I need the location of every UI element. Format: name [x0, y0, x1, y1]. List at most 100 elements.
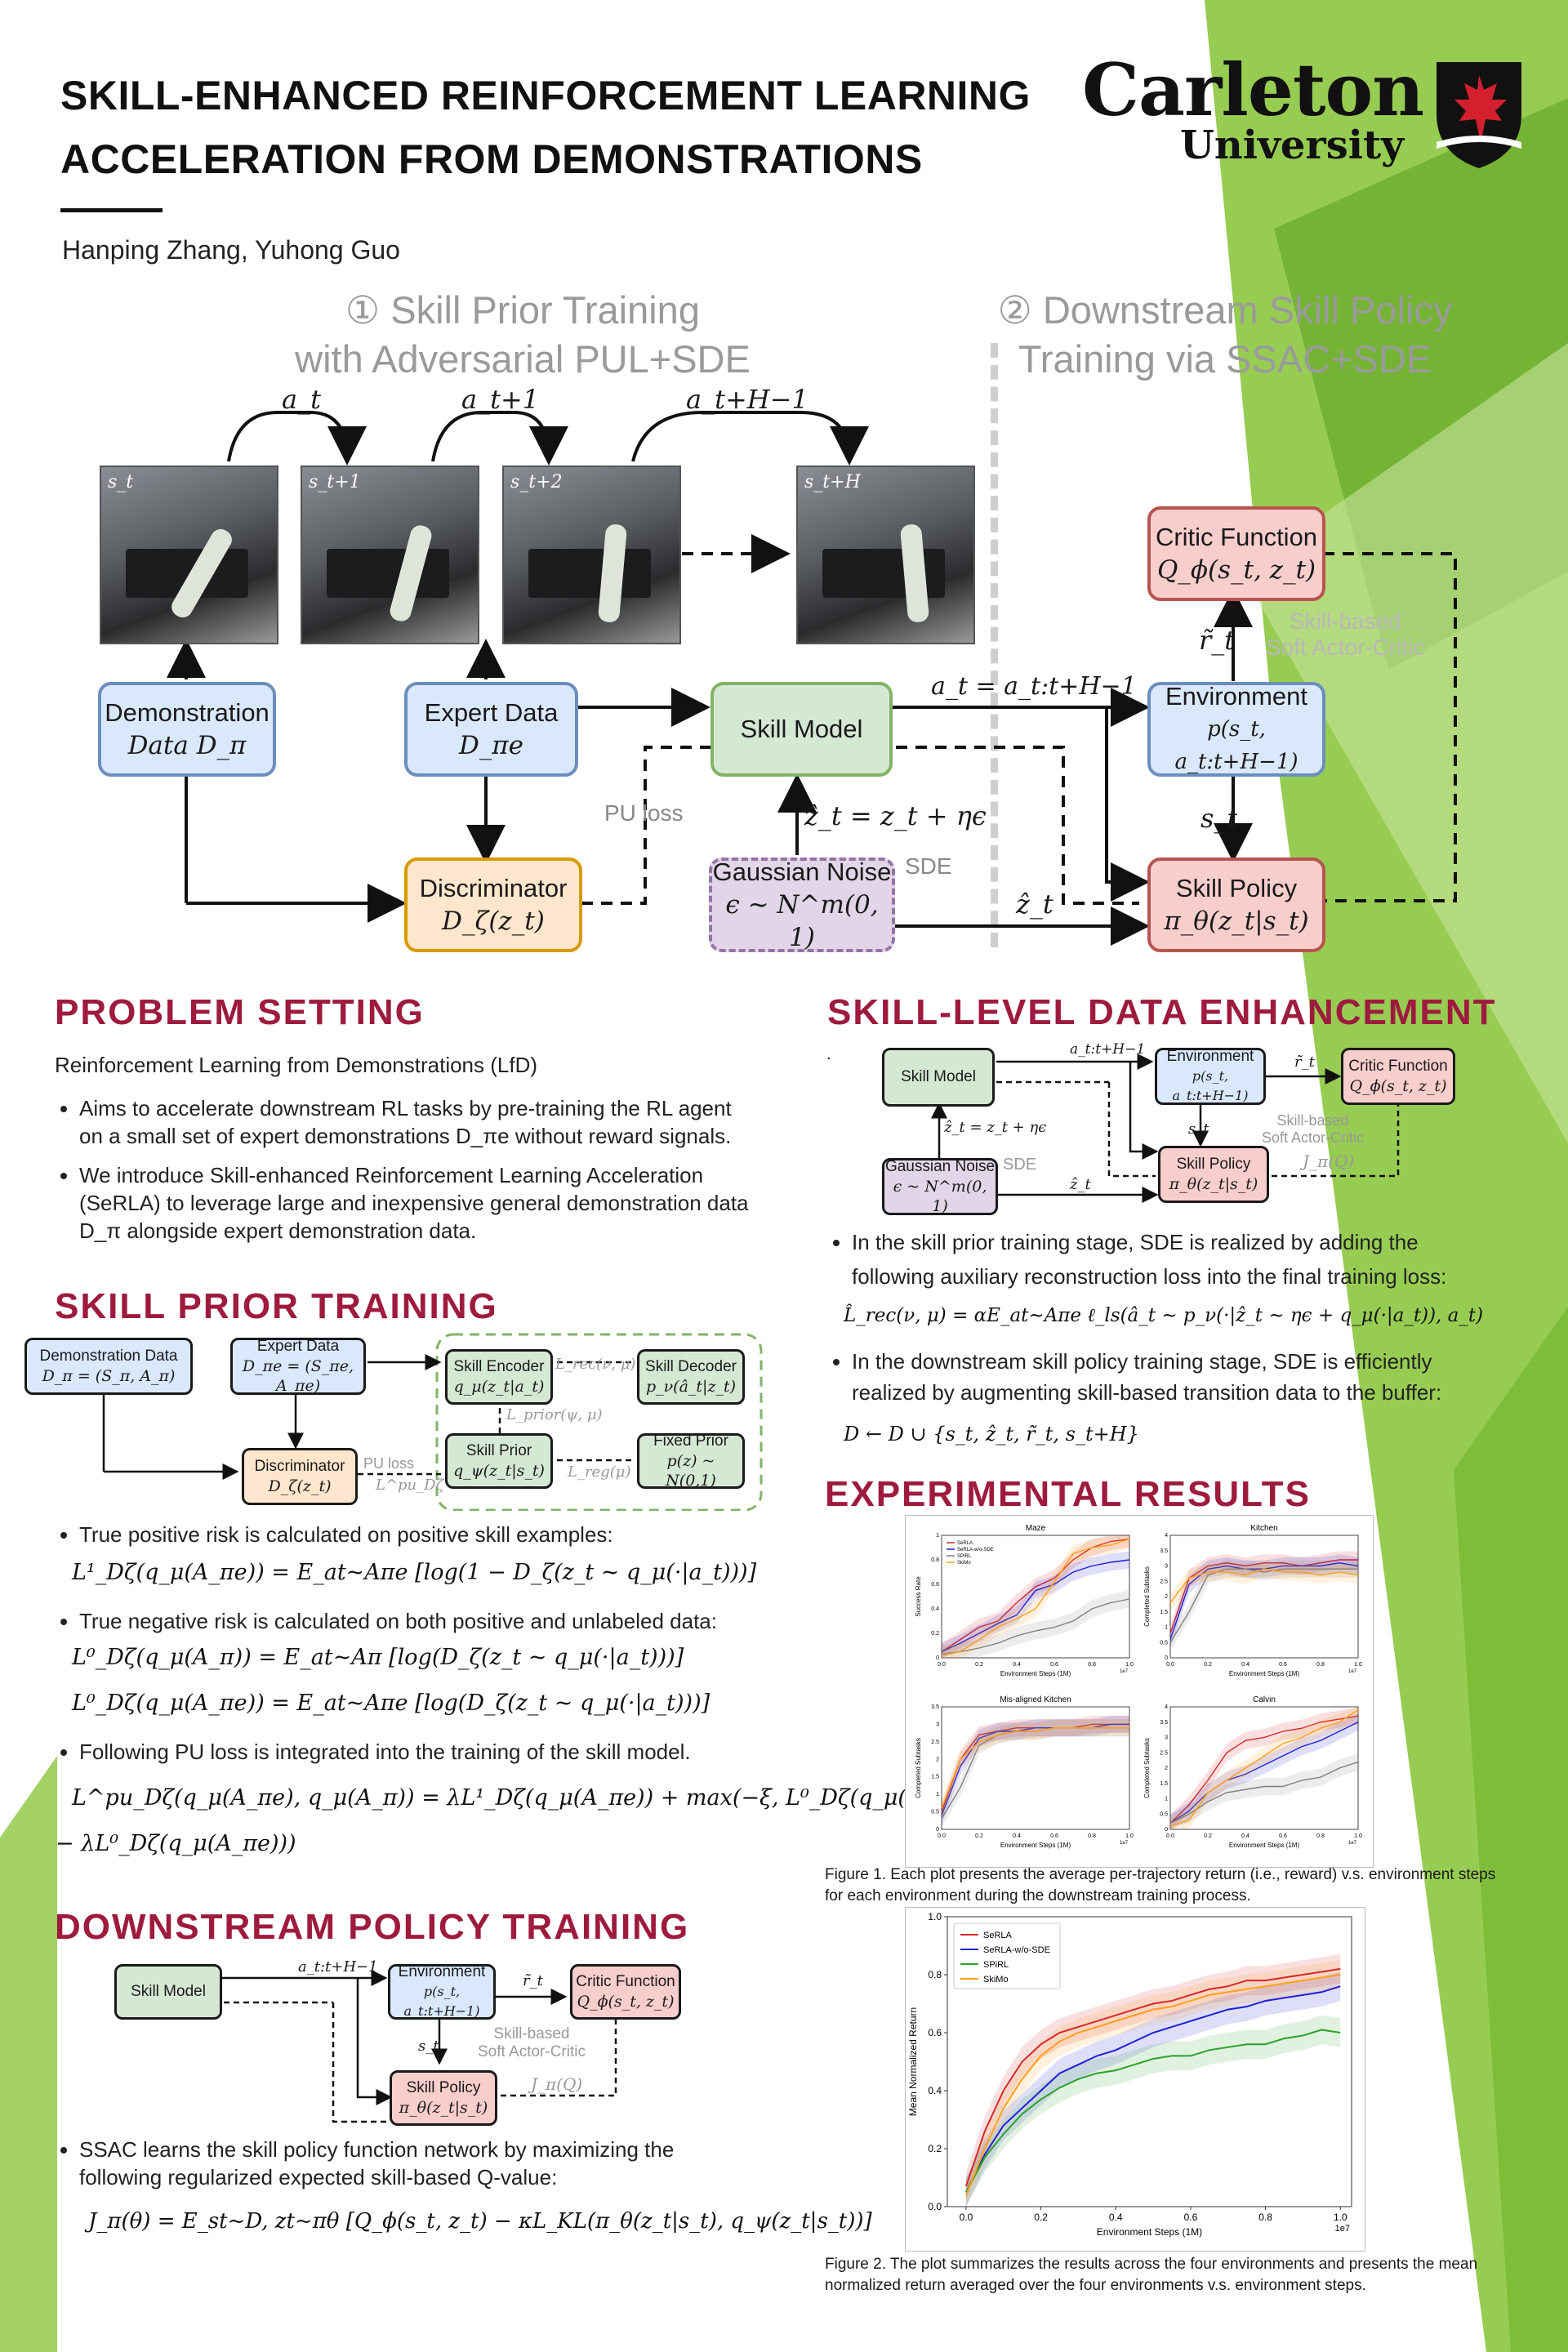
y-tick-label: 0.0 [928, 2201, 942, 2212]
small-chart-xtick: 0.0 [938, 1833, 946, 1839]
band-SPiRL [965, 2015, 1341, 2207]
stage2-title: ② Downstream Skill Policy Training via S… [997, 288, 1453, 381]
small-chart-ytick: 0.8 [931, 1557, 939, 1563]
sp-eq-4b: − λL⁰_Dζ(q_μ(A_πe))) [56, 1831, 296, 1856]
en-bullet-2: In the downstream skill policy training … [827, 1346, 1481, 1419]
pu-loss-label: PU loss [604, 800, 684, 826]
small-legend-label: SPiRL [957, 1554, 972, 1559]
skill-prior-connectors [102, 1333, 763, 1511]
small-chart-exponent: 1e7 [1348, 1841, 1357, 1846]
en-r-label: r̃_t [1294, 1054, 1315, 1071]
small-chart-xtick: 1.0 [1125, 1833, 1134, 1839]
action-label-3: a_t+H−1 [686, 384, 808, 415]
poster-title: SKILL-ENHANCED REINFORCEMENT LEARNING AC… [60, 73, 1031, 182]
small-chart-ytick: 0.6 [931, 1582, 939, 1588]
en-eq-2: D ← D ∪ {s_t, ẑ_t, r̃_t, s_t+H} [844, 1423, 1139, 1446]
small-chart-ylabel: Completed Subtasks [915, 1738, 922, 1798]
robot-frame-2: s_t+1 [301, 466, 479, 644]
l-reg-label: L_reg(μ) [568, 1463, 631, 1481]
shield-icon [1437, 62, 1521, 168]
en-noise-eq: ẑ_t = z_t + ηϵ [944, 1119, 1047, 1136]
small-legend-label: SeRLA-w/o-SDE [957, 1548, 994, 1552]
line-SPiRL [965, 2029, 1341, 2193]
small-chart-xtick: 0.4 [1013, 1833, 1021, 1839]
series-band-SeRLA-w/o-SDE [1170, 1713, 1358, 1829]
series-line-SPiRL [1169, 1568, 1358, 1643]
figure1-caption: Figure 1. Each plot presents the average… [825, 1866, 1496, 1904]
en-s-label: s_t [1188, 1120, 1209, 1138]
action-eq: a_t = a_t:t+H−1 [931, 672, 1137, 701]
overview-connectors [167, 411, 1457, 946]
action-label-1: a_t [282, 384, 321, 415]
stage-divider [991, 343, 998, 947]
legend-label-SeRLA-w/o-SDE: SeRLA-w/o-SDE [983, 1945, 1050, 1955]
small-chart-xtick: 0.0 [1166, 1833, 1174, 1839]
problem-bullets: Aims to accelerate downstream RL tasks b… [55, 1094, 757, 1256]
small-chart-ytick: 3 [1165, 1735, 1168, 1741]
small-chart-ytick: 0.2 [931, 1631, 939, 1637]
x-exponent: 1e7 [1335, 2224, 1350, 2234]
series-band-SeRLA-w/o-SDE [1170, 1554, 1358, 1648]
state-label: s_t [1200, 803, 1238, 834]
series-line-SeRLA [941, 1538, 1130, 1653]
sde-label: SDE [905, 853, 952, 879]
small-chart-xtick: 1.0 [1354, 1833, 1362, 1839]
small-chart-ytick: 2.5 [931, 1740, 939, 1745]
small-chart-xtick: 0.0 [1166, 1662, 1174, 1668]
small-chart-ytick: 0.4 [931, 1606, 939, 1612]
legend-box [953, 1922, 1061, 1989]
series-line-SPiRL [941, 1598, 1130, 1655]
sp-bullet-3: Following PU loss is integrated into the… [55, 1738, 765, 1777]
small-chart-ytick: 1 [1165, 1797, 1168, 1802]
small-chart-exponent: 1e7 [1120, 1841, 1129, 1846]
small-chart-ytick: 2.5 [1160, 1579, 1168, 1584]
en-j-label: J_π(Q) [1303, 1152, 1355, 1171]
line-SeRLA-w/o-SDE [965, 1985, 1341, 2193]
small-chart-ytick: 0.5 [1160, 1811, 1168, 1817]
small-chart-ytick: 0 [1165, 1827, 1168, 1833]
x-tick-label: 0.4 [1109, 2212, 1123, 2223]
small-chart-frame [941, 1706, 1130, 1830]
small-chart-xtick: 0.2 [975, 1833, 983, 1839]
line-SeRLA [964, 1967, 1341, 2187]
x-tick-label: 0.0 [960, 2212, 973, 2223]
series-band-SeRLA [942, 1535, 1129, 1658]
en-skill-model-box: Skill Model [882, 1048, 995, 1107]
y-axis-label: Mean Normalized Return [907, 2007, 919, 2116]
small-chart-frame [941, 1535, 1130, 1659]
l-prior-label: L_prior(ψ, μ) [506, 1406, 603, 1423]
series-line-SeRLA-w/o-SDE [941, 1559, 1130, 1653]
series-band-SkiMo [1170, 1707, 1358, 1829]
zhat-label: ẑ_t [1016, 889, 1054, 920]
small-chart-xtick: 0.2 [1204, 1662, 1212, 1668]
series-line-SeRLA [1169, 1559, 1358, 1634]
small-chart-xtick: 0.2 [975, 1662, 983, 1668]
problem-bullet-2: We introduce Skill-enhanced Reinforcemen… [79, 1161, 757, 1245]
l-pu-label: L^pu_Dζ [376, 1477, 444, 1494]
small-chart-xtick: 0.6 [1279, 1833, 1287, 1839]
small-legend-label: SeRLA [957, 1541, 973, 1546]
x-tick-label: 1.0 [1334, 2212, 1348, 2223]
ds-eq: J_π(θ) = E_st~D, zt~πθ [Q_ϕ(s_t, z_t) − … [88, 2209, 872, 2234]
sp-eq-3: L⁰_Dζ(q_μ(A_πe)) = E_at~Aπe [log(D_ζ(z_t… [72, 1690, 710, 1716]
problem-bullet-1: Aims to accelerate downstream RL tasks b… [79, 1094, 757, 1150]
en-eq-1: L̂_rec(ν, μ) = αE_at~Aπe ℓ_ls(â_t ~ p_ν(… [844, 1305, 1484, 1326]
small-chart-xtick: 0.8 [1316, 1662, 1325, 1668]
en-sde-label: SDE [1003, 1156, 1037, 1174]
small-chart-ytick: 2 [1165, 1766, 1168, 1771]
enhancement-dot: . [826, 1045, 831, 1063]
en-bullet-1: In the skill prior training stage, SDE i… [827, 1225, 1481, 1305]
small-chart-ytick: 1 [936, 1792, 939, 1797]
title-rule [60, 208, 163, 212]
university-logo: Carleton University [1082, 47, 1539, 186]
